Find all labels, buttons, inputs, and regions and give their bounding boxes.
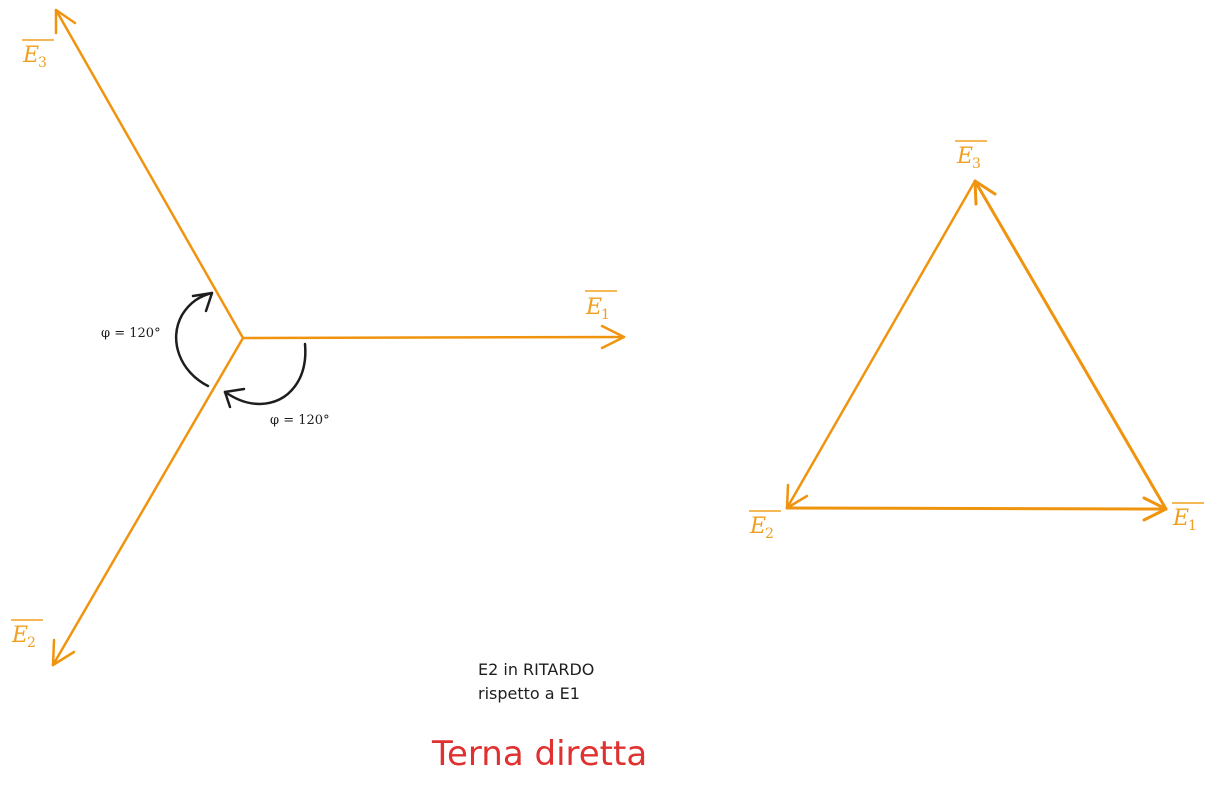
angle-arc-lower — [223, 342, 307, 409]
triangle-label-e1: E 1 — [1172, 502, 1204, 534]
star-vector-e1 — [241, 324, 626, 350]
note-block: E2 in RITARDO rispetto a E1 — [478, 658, 594, 706]
triangle-label-e3: E 3 — [955, 140, 987, 172]
svg-text:3: 3 — [38, 55, 47, 71]
star-vector-e2 — [51, 336, 245, 667]
triangle-diagram: E 3 E 2 E 1 — [749, 140, 1204, 542]
star-label-e2: E 2 — [11, 619, 43, 651]
svg-text:2: 2 — [765, 526, 774, 542]
star-label-e1: E 1 — [585, 290, 617, 323]
svg-text:E: E — [1172, 506, 1189, 531]
svg-text:1: 1 — [1188, 518, 1197, 534]
triangle-vector-e1 — [785, 496, 1168, 522]
star-label-e3: E 3 — [22, 39, 54, 71]
svg-text:E: E — [22, 43, 39, 68]
triangle-vector-e3 — [973, 179, 1168, 511]
note-line-1: E2 in RITARDO — [478, 660, 595, 679]
triangle-label-e2: E 2 — [749, 510, 781, 542]
diagram-title: Terna diretta — [432, 734, 648, 774]
star-vector-e3 — [54, 8, 245, 340]
svg-text:E: E — [749, 514, 766, 539]
triangle-vector-e2 — [785, 179, 977, 510]
star-diagram: E 1 E 3 E 2 φ = 120° φ = 120° — [11, 8, 626, 667]
svg-text:3: 3 — [972, 156, 981, 172]
svg-text:E: E — [585, 295, 602, 320]
note-line-2: rispetto a E1 — [478, 684, 580, 703]
svg-text:E: E — [11, 623, 28, 648]
angle-label-lower: φ = 120° — [270, 413, 330, 428]
angle-label-upper: φ = 120° — [101, 326, 161, 341]
svg-text:E: E — [956, 144, 973, 169]
svg-text:2: 2 — [27, 635, 36, 651]
svg-text:1: 1 — [601, 307, 610, 323]
angle-arc-upper — [174, 291, 214, 388]
